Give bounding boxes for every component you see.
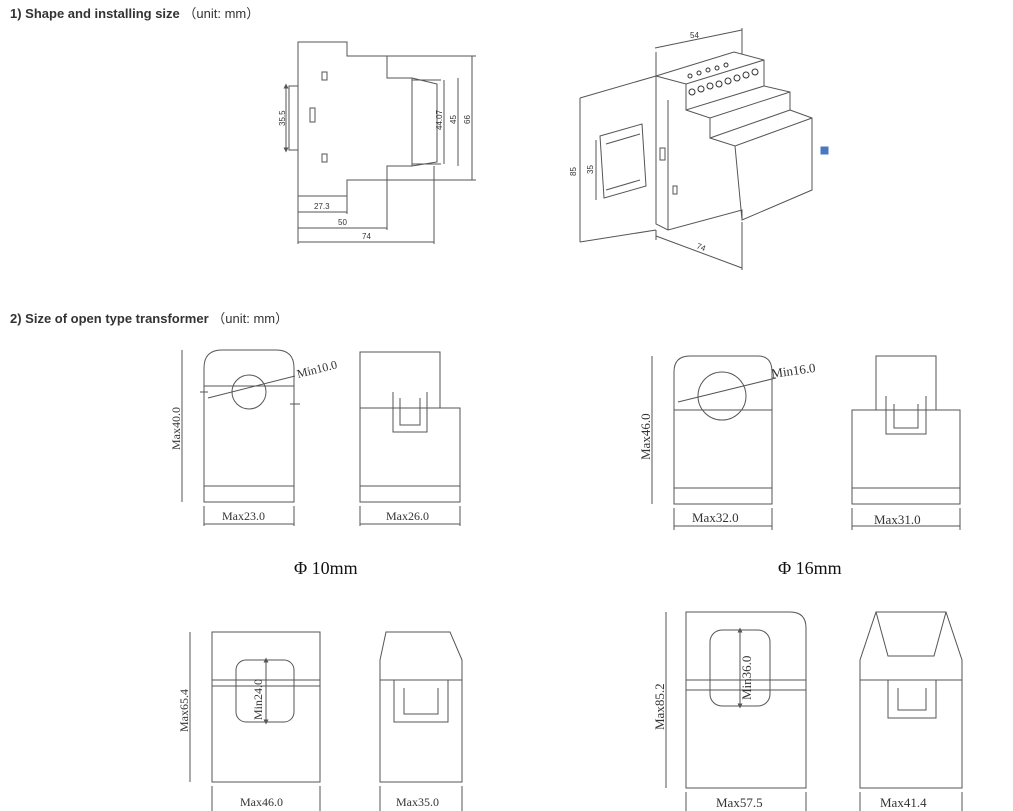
transformer-16mm <box>651 355 961 530</box>
t10-width-label: Max23.0 <box>222 509 265 523</box>
iso-dim-74: 74 <box>695 242 707 254</box>
t10-height-label: Max40.0 <box>169 407 183 450</box>
side-dim-35-5: 35.5 <box>278 110 287 126</box>
side-dim-45: 45 <box>449 115 458 124</box>
meter-side-view <box>283 41 476 244</box>
marker-square <box>820 146 829 155</box>
t36-height-label: Max85.2 <box>652 683 667 730</box>
t16-width-label: Max32.0 <box>692 510 739 525</box>
t16-depth-label: Max31.0 <box>874 512 921 527</box>
t24-height-label: Max65.4 <box>177 689 191 732</box>
section1-title: 1) Shape and installing size <box>10 6 180 21</box>
transformer-36mm <box>665 611 963 811</box>
caption-10mm: Φ 10mm <box>294 558 358 578</box>
side-dim-44-07: 44.07 <box>435 109 444 130</box>
transformer-24mm <box>189 631 463 811</box>
t10-depth-label: Max26.0 <box>386 509 429 523</box>
section1-unit: （unit: mm） <box>183 6 260 21</box>
section1-heading: 1) Shape and installing size （unit: mm） <box>10 3 259 22</box>
t24-width-label: Max46.0 <box>240 795 283 809</box>
t24-hole-label: Min24.0 <box>251 679 265 720</box>
iso-dim-35: 35 <box>586 165 595 174</box>
t10-hole-label: Min10.0 <box>295 357 338 381</box>
caption-16mm: Φ 16mm <box>778 558 842 578</box>
iso-dim-54: 54 <box>690 31 699 40</box>
iso-dim-85: 85 <box>569 167 578 176</box>
section2-unit: （unit: mm） <box>212 311 289 326</box>
section2-title: 2) Size of open type transformer <box>10 311 209 326</box>
side-dim-50: 50 <box>338 218 347 227</box>
t16-height-label: Max46.0 <box>638 413 653 460</box>
side-dim-66: 66 <box>463 115 472 124</box>
t36-depth-label: Max41.4 <box>880 795 927 810</box>
t16-hole-label: Min16.0 <box>770 360 816 381</box>
t36-hole-label: Min36.0 <box>739 656 754 700</box>
section2-heading: 2) Size of open type transformer （unit: … <box>10 308 288 327</box>
side-dim-74: 74 <box>362 232 371 241</box>
transformer-10mm <box>181 349 461 526</box>
t36-width-label: Max57.5 <box>716 795 763 810</box>
side-dim-27-3: 27.3 <box>314 202 330 211</box>
t24-depth-label: Max35.0 <box>396 795 439 809</box>
meter-iso-view <box>579 28 829 270</box>
